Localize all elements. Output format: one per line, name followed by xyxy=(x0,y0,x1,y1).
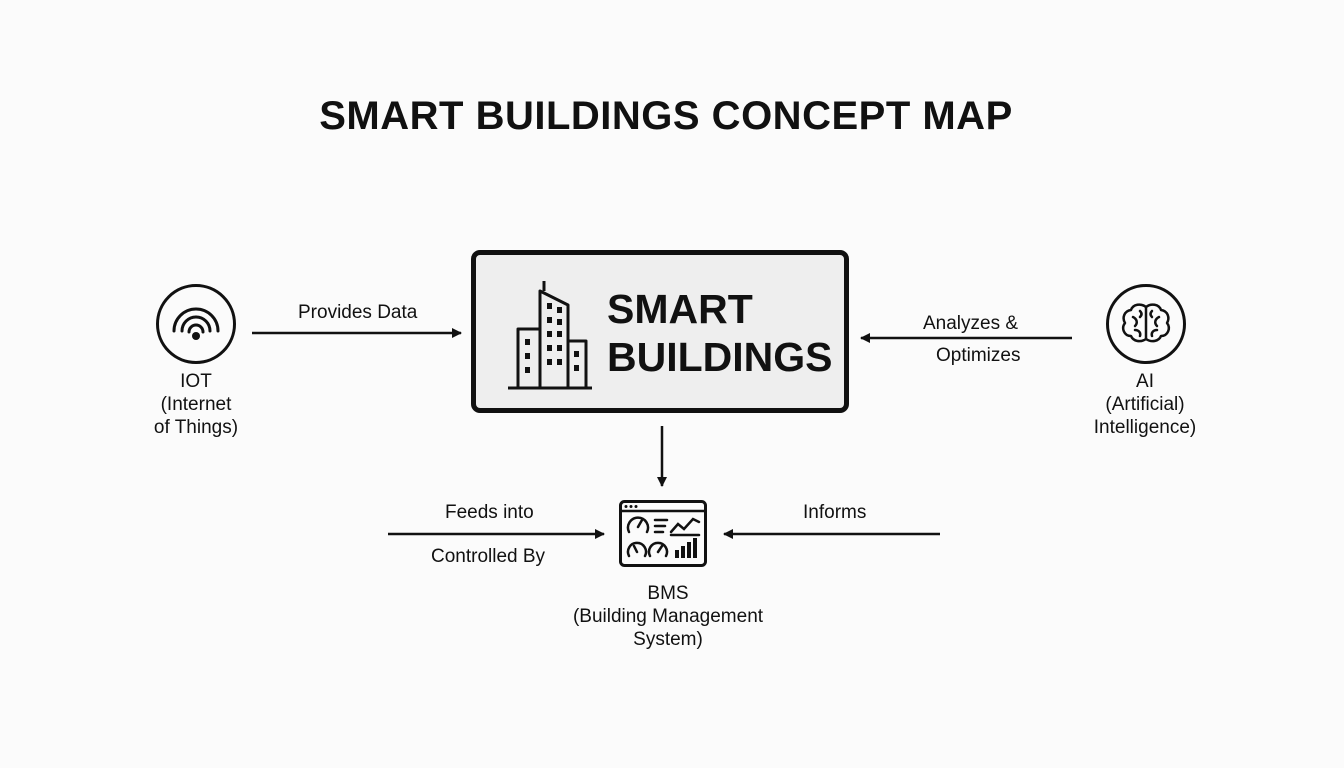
brain-icon xyxy=(1106,284,1186,364)
iot-caption-line3: of Things) xyxy=(153,417,239,438)
edge-label-feeds-into: Feeds into xyxy=(445,502,534,523)
ai-caption-line1: AI xyxy=(1136,371,1154,392)
iot-caption: IOT (Internet of Things) xyxy=(136,370,256,439)
center-title: SMART BUILDINGS xyxy=(607,285,833,381)
wifi-icon xyxy=(156,284,236,364)
center-title-line2: BUILDINGS xyxy=(607,334,833,380)
bms-caption: BMS (Building Management System) xyxy=(548,582,788,651)
bms-caption-line1: BMS xyxy=(647,583,689,604)
bms-caption-line3: System) xyxy=(633,629,703,650)
iot-caption-line1: IOT xyxy=(180,371,212,392)
center-title-line1: SMART xyxy=(607,286,753,332)
edge-label-optimizes: Optimizes xyxy=(936,345,1021,366)
page-title: SMART BUILDINGS CONCEPT MAP xyxy=(319,94,1013,138)
edge-label-controlled-by: Controlled By xyxy=(431,546,546,567)
iot-caption-line2: (Internet xyxy=(160,394,232,415)
ai-caption-line3: Intelligence) xyxy=(1093,417,1197,438)
ai-caption-line2: (Artificial) xyxy=(1105,394,1185,415)
smart-buildings-node: SMART BUILDINGS xyxy=(471,250,849,413)
edge-label-informs: Informs xyxy=(803,502,867,523)
bms-caption-line2: (Building Management xyxy=(572,606,764,627)
building-icon xyxy=(508,281,592,390)
edge-label-analyzes: Analyzes & xyxy=(923,313,1019,334)
edge-label-provides-data: Provides Data xyxy=(298,302,418,323)
dashboard-icon xyxy=(619,500,707,567)
ai-caption: AI (Artificial) Intelligence) xyxy=(1080,370,1210,439)
